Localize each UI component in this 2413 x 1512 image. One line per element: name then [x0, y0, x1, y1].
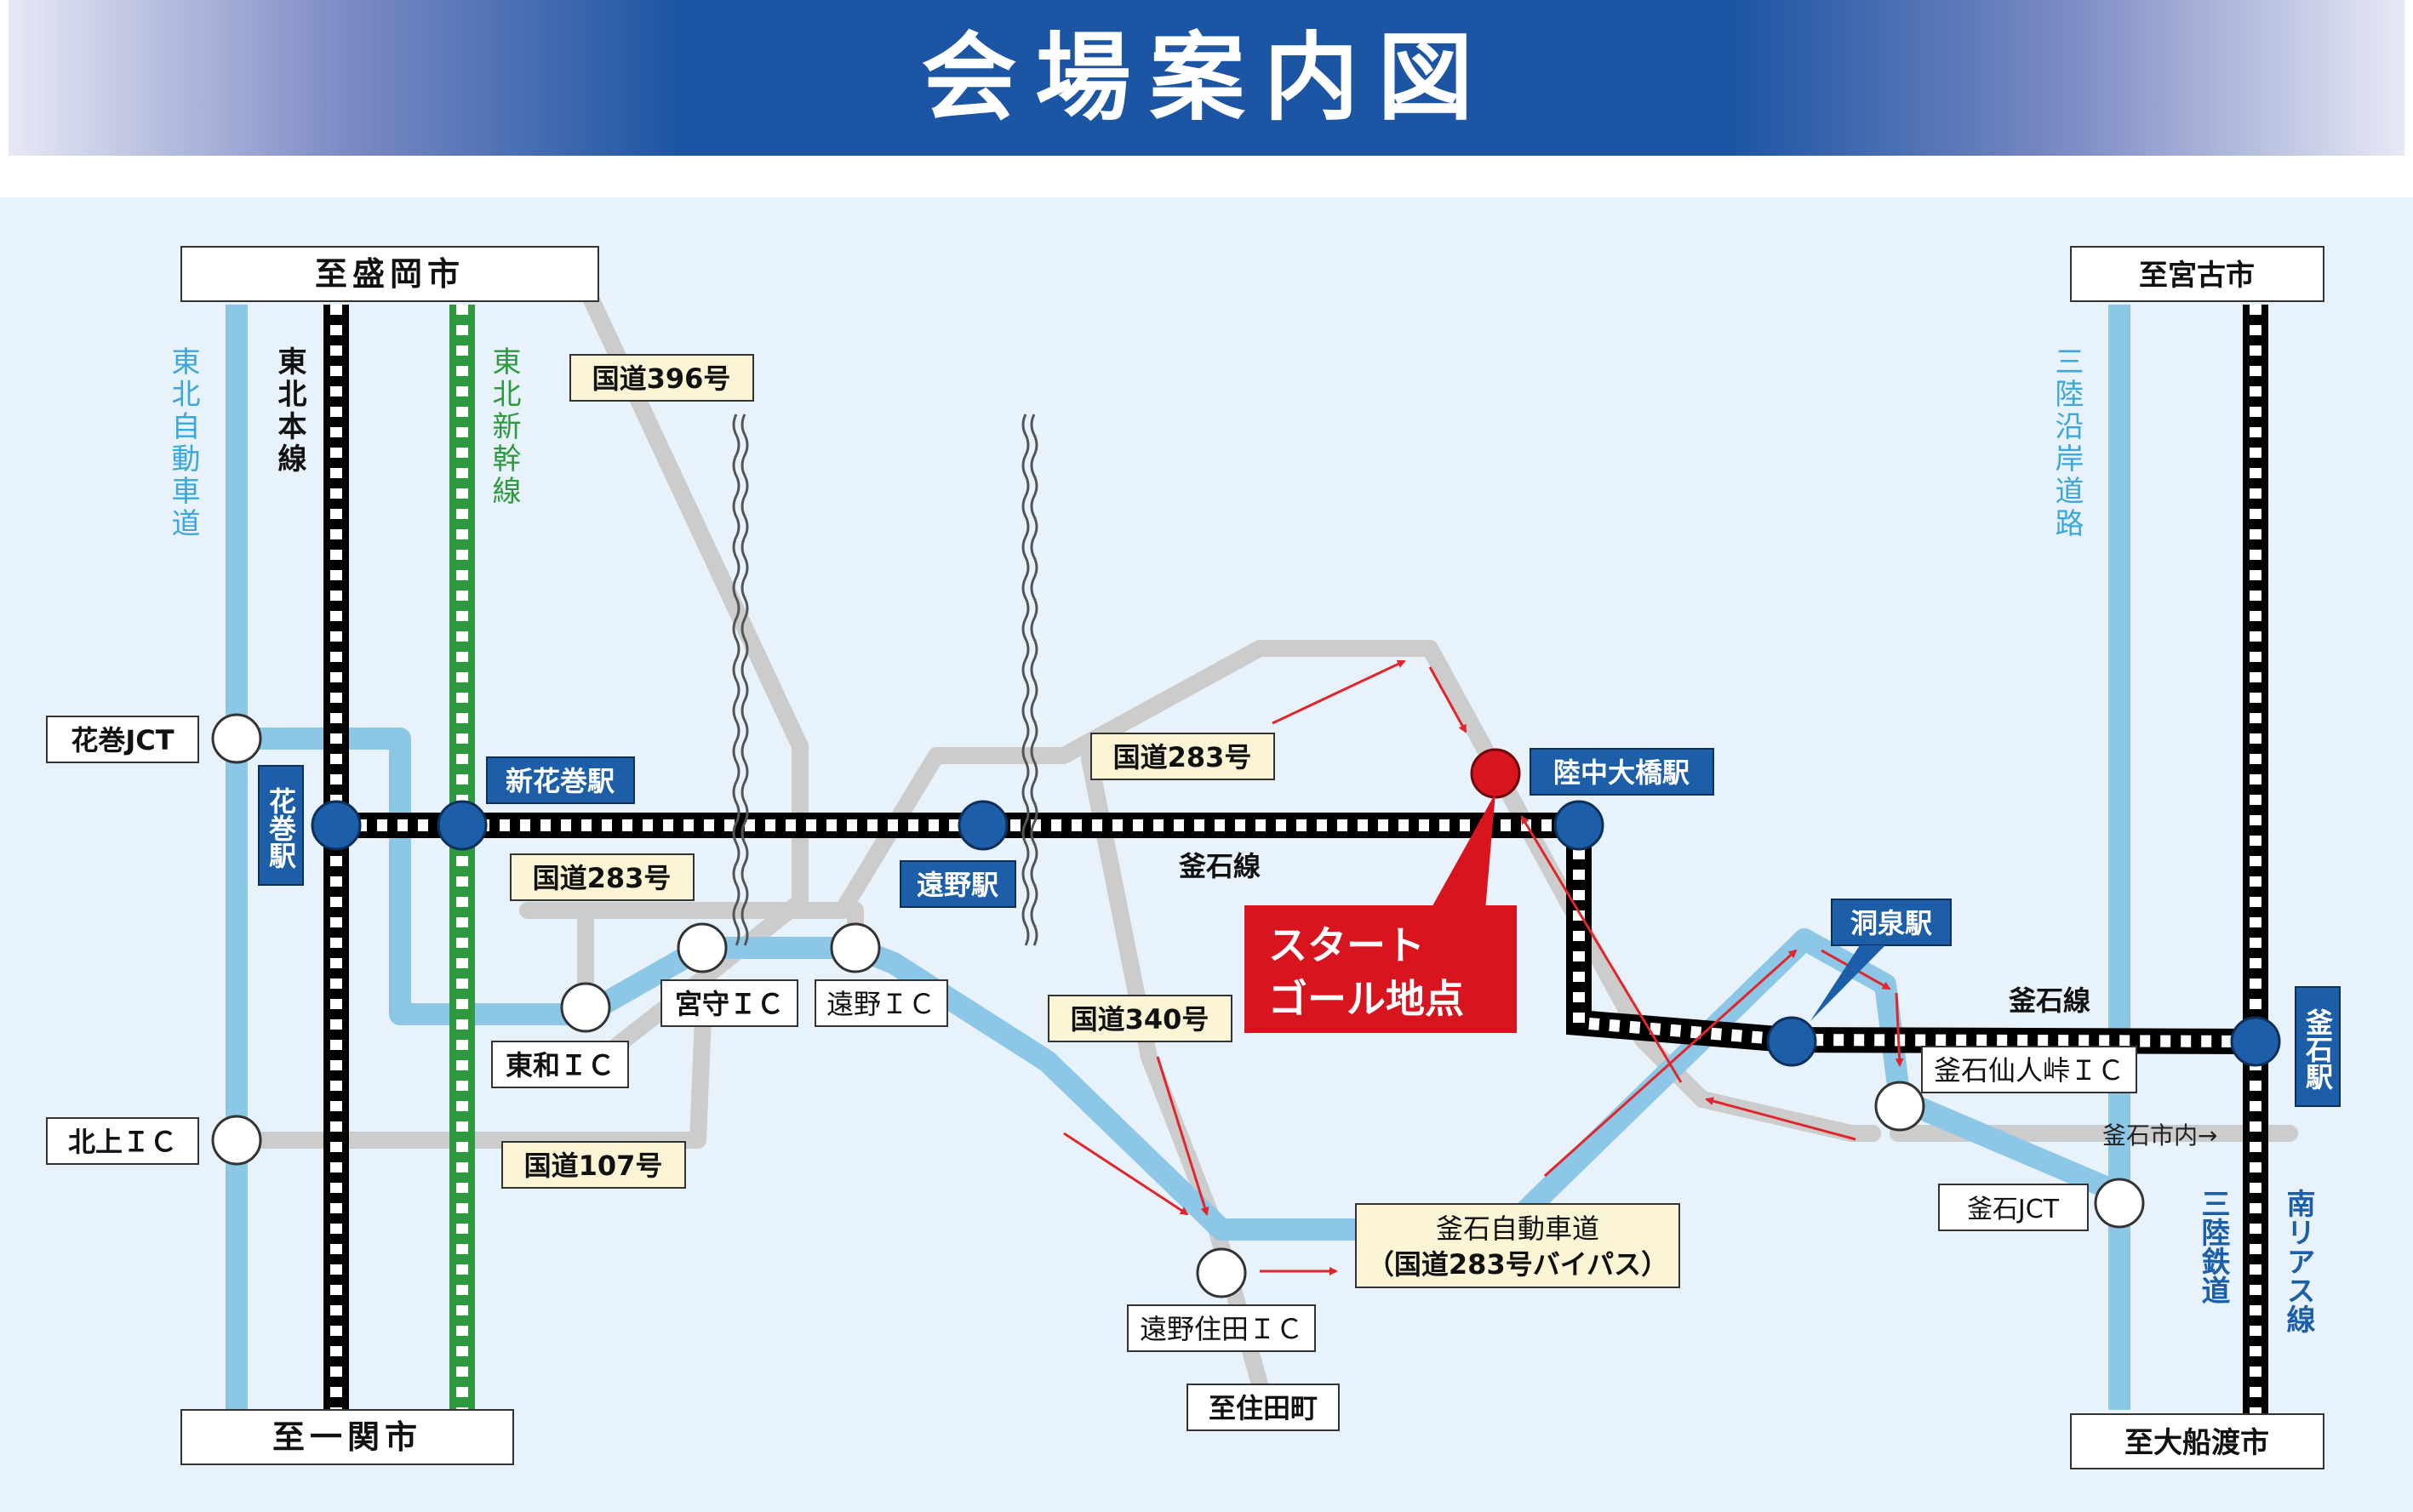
dest-kamaishi-city: 釜石市内→ [2102, 1121, 2217, 1150]
label-sanriku-railway: 三陸鉄道 [2196, 1189, 2230, 1304]
route-340-label: 国道340号 [1071, 1003, 1209, 1036]
dest-ichinoseki: 至一関市 [272, 1418, 422, 1456]
hanamaki-jct-box [46, 716, 199, 763]
shin-hanamaki-station-box [486, 756, 635, 804]
kamaishi-jct-label: 釜石JCT [1967, 1195, 2060, 1224]
map-canvas: スタート ゴール地点 至盛岡市 至一関市 至宮古市 至大船渡市 至住田町 釜石市… [46, 246, 2341, 1469]
label-tohoku-expressway: 東北自動車道 [166, 346, 200, 540]
route-arrow [1520, 815, 1683, 1083]
label-kamaishi-line-east: 釜石線 [2008, 984, 2090, 1017]
label-sanriku-coastal-road: 三陸沿岸道路 [2050, 346, 2084, 540]
kamaishi-railway-line [336, 813, 2256, 1054]
route-arrow [1156, 1056, 1209, 1216]
route-arrow [1272, 659, 1406, 725]
label-kamaishi-line-center: 釜石線 [1178, 850, 1261, 882]
map-break-line [1021, 414, 1030, 946]
hanamaki-station-marker [311, 800, 362, 851]
tono-sumita-ic-box [1127, 1304, 1316, 1352]
kamaishi-expressway [580, 928, 2124, 1241]
kamaishi-jct-marker [2094, 1178, 2145, 1229]
dest-ofunato-box [2070, 1413, 2324, 1469]
venue-callout-pointer [1430, 793, 1495, 910]
kamaishi-station-marker [2230, 1016, 2281, 1067]
label-minami-rias-line: 南リアス線 [2281, 1189, 2315, 1333]
venue-callout [1244, 905, 1517, 1033]
dest-miyako: 至宮古市 [2139, 259, 2255, 293]
kitakami-ic-box [46, 1117, 199, 1165]
map-break-line [732, 414, 740, 946]
kamaishi-sennin-ic-marker [1874, 1081, 1925, 1132]
label-tohoku-shinkansen: 東北新幹線 [487, 346, 521, 508]
tono-sumita-ic-marker [1196, 1247, 1247, 1298]
miyamori-ic-box [660, 979, 798, 1027]
header-banner: 会場案内図 [9, 0, 2404, 156]
dest-ichinoseki-box [180, 1409, 514, 1465]
rikuchu-ohashi-station-label: 陸中大橋駅 [1553, 756, 1690, 789]
route-107-box [501, 1141, 686, 1189]
tono-ic-label: 遠野ＩＣ [826, 988, 935, 1020]
route-107-label: 国道107号 [524, 1150, 663, 1182]
kamaishi-jct-box [1938, 1184, 2089, 1231]
shin-hanamaki-station-label: 新花巻駅 [506, 765, 615, 797]
hanamaki-jct-marker [211, 713, 262, 764]
dest-morioka-box [180, 246, 599, 302]
dosen-station-marker [1766, 1016, 1817, 1067]
kamaishi-expressway-label-2: （国道283号バイパス） [1367, 1248, 1668, 1281]
miyamori-ic-label: 宮守ＩＣ [675, 988, 784, 1020]
venue-label-start: スタート [1268, 922, 1425, 968]
tono-station-label: 遠野駅 [917, 869, 998, 901]
route-arrow [1895, 992, 1904, 1067]
shin-hanamaki-station-marker [437, 800, 488, 851]
page-title: 会場案内図 [921, 23, 1492, 134]
tono-station-box [900, 860, 1016, 908]
route-arrow [1705, 1097, 1856, 1141]
rikuchu-ohashi-station-box [1530, 748, 1714, 796]
rikuchu-ohashi-station-marker [1553, 800, 1604, 851]
tono-ic-marker [830, 922, 881, 973]
venue-label-goal: ゴール地点 [1268, 976, 1464, 1022]
hanamaki-station-box [258, 765, 304, 886]
kitakami-ic-label: 北上ＩＣ [68, 1126, 177, 1158]
towa-ic-marker [560, 982, 611, 1033]
kamaishi-station-label: 釜石駅 [2301, 1008, 2334, 1091]
dest-sumita: 至住田町 [1209, 1392, 1318, 1424]
dosen-station-label: 洞泉駅 [1850, 907, 1932, 939]
route-arrow [1428, 666, 1467, 733]
hanamaki-connector [237, 727, 586, 1025]
towa-ic-label: 東和ＩＣ [506, 1049, 615, 1081]
kitakami-ic-marker [211, 1115, 262, 1166]
hanamaki-station-label: 花巻駅 [265, 787, 297, 870]
route-283-north-label: 国道283号 [1113, 741, 1252, 773]
kamaishi-sennin-ic-box [1921, 1046, 2137, 1093]
kamaishi-expressway-label-1: 釜石自動車道 [1436, 1212, 1599, 1245]
label-tohoku-main-line: 東北本線 [272, 346, 306, 476]
dosen-station-box [1831, 899, 1952, 946]
tono-ic-box [815, 979, 948, 1027]
towa-ic-box [491, 1041, 629, 1088]
hanamaki-jct-label: 花巻JCT [71, 724, 174, 756]
tono-station-marker [958, 800, 1009, 851]
venue-marker [1470, 748, 1521, 799]
kamaishi-expressway-box [1355, 1203, 1680, 1288]
kamaishi-station-box [2295, 986, 2341, 1107]
road-107 [238, 967, 713, 1149]
kamaishi-sennin-ic-label: 釜石仙人峠ＩＣ [1934, 1054, 2124, 1087]
route-396-box [569, 354, 754, 402]
dest-ofunato: 至大船渡市 [2124, 1426, 2269, 1460]
access-map: スタート ゴール地点 至盛岡市 至一関市 至宮古市 至大船渡市 至住田町 釜石市… [0, 197, 2413, 1512]
route-283-west-label: 国道283号 [533, 862, 672, 894]
dosen-callout-pointer [1810, 945, 1885, 1021]
route-arrow [1063, 1132, 1189, 1216]
tono-sumita-ic-label: 遠野住田ＩＣ [1140, 1313, 1303, 1345]
route-396-label: 国道396号 [592, 362, 731, 395]
route-283-west-box [510, 853, 695, 901]
dest-morioka: 至盛岡市 [315, 255, 465, 293]
route-283-north-box [1090, 733, 1275, 780]
miyamori-ic-marker [677, 922, 728, 973]
dest-sumita-box [1186, 1384, 1340, 1431]
dest-miyako-box [2070, 246, 2324, 302]
route-340-box [1048, 995, 1232, 1042]
